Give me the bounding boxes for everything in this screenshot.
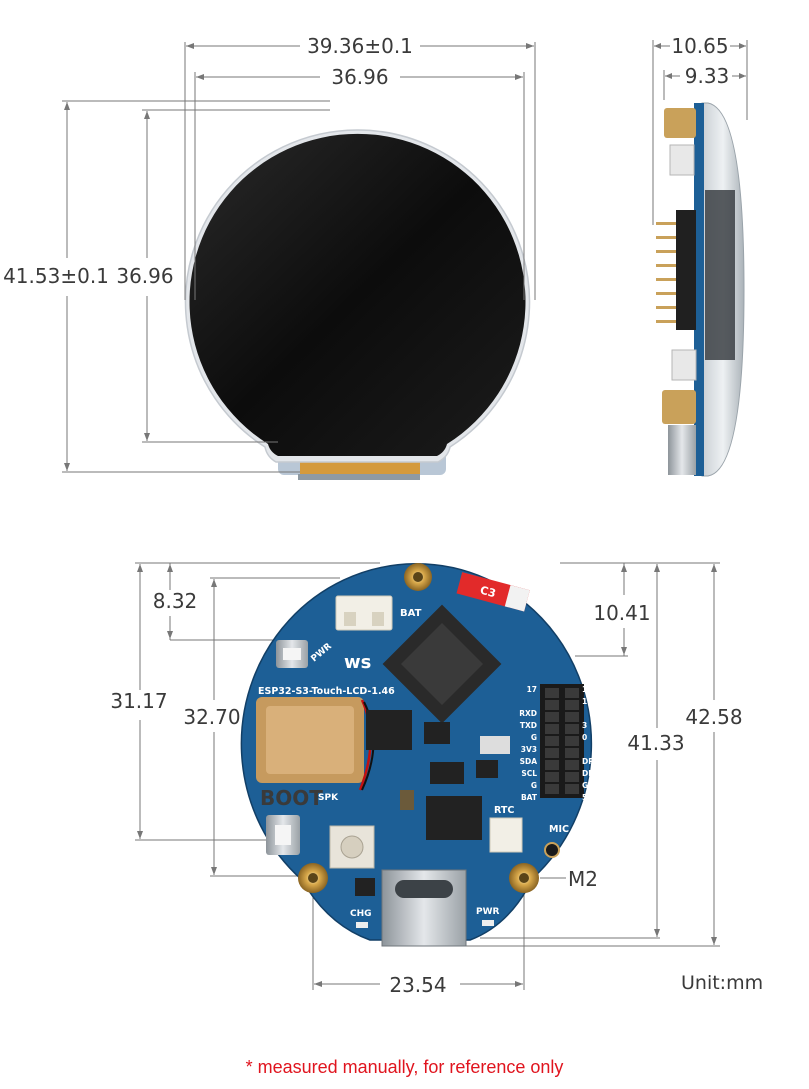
c3-sticker: C3 — [456, 572, 530, 612]
svg-text:C3: C3 — [479, 584, 498, 601]
mic-label: MIC — [549, 824, 569, 835]
dim-screen-width: 36.96 — [331, 65, 388, 89]
waveshare-logo: ws — [344, 652, 371, 673]
pin-label-left: TXD — [520, 721, 537, 730]
pmic-chip — [426, 796, 482, 840]
dim-header-offset: 10.41 — [593, 601, 650, 625]
side-view: 10.65 9.33 — [652, 34, 748, 477]
rtc-connector — [489, 817, 523, 853]
side-pin-header — [676, 210, 696, 330]
audio-amp-chip — [366, 710, 412, 750]
pin-label-left: G — [531, 733, 537, 742]
pin-label-right: 5V — [582, 793, 593, 802]
side-standoff-top — [664, 108, 696, 138]
side-usb-c — [668, 425, 696, 475]
dim-overall-depth: 10.65 — [671, 34, 728, 58]
dim-board-height: 42.58 — [685, 705, 742, 729]
bat-label: BAT — [400, 608, 422, 619]
dim-usb-height: 41.33 — [627, 731, 684, 755]
pin-label-left: SDA — [520, 757, 538, 766]
pin-label-right: DN — [582, 769, 595, 778]
dim-hole-spacing: 23.54 — [389, 973, 446, 997]
boot-label: BOOT — [260, 786, 323, 810]
microphone — [544, 842, 560, 858]
dim-overall-height: 41.53±0.1 — [3, 264, 109, 288]
dim-connector-offset: 8.32 — [153, 589, 198, 613]
pin-label-right: G — [582, 781, 588, 790]
side-pcb — [694, 103, 704, 476]
pin-label-left: RXD — [519, 709, 537, 718]
dim-boot-height: 31.17 — [110, 689, 167, 713]
hole-size-label: M2 — [568, 867, 598, 891]
dim-body-depth: 9.33 — [685, 64, 730, 88]
board-name: ESP32-S3-Touch-LCD-1.46 — [258, 686, 395, 697]
pin-label-left: G — [531, 781, 537, 790]
fpc-connector — [300, 462, 420, 474]
unit-label: Unit:mm — [681, 972, 764, 994]
display-screen — [189, 133, 526, 456]
pin-label-right: 16 — [582, 685, 592, 694]
dim-screen-height: 36.96 — [116, 264, 173, 288]
measurement-note: * measured manually, for reference only — [245, 1057, 564, 1077]
mounting-hole — [404, 563, 432, 591]
spk-label: SPK — [318, 793, 339, 803]
mounting-hole — [298, 863, 328, 893]
back-view: 8.32 10.41 31.17 32.70 41.33 42.58 23.54… — [110, 562, 743, 997]
mounting-hole-m2 — [509, 863, 539, 893]
front-view: 39.36±0.1 36.96 41.53±0.1 36.96 — [3, 34, 536, 480]
side-standoff-bottom — [662, 390, 696, 424]
pin-label-right: 0 — [582, 733, 587, 742]
pin-label-right: 3 — [582, 721, 587, 730]
pin-label-left: BAT — [521, 793, 538, 802]
dim-overall-width: 39.36±0.1 — [307, 34, 413, 58]
chg-label: CHG — [350, 909, 372, 919]
pwr-led-label: PWR — [476, 907, 500, 917]
pin-label-left: 17 — [527, 685, 537, 694]
pin-label-left: SCL — [521, 769, 537, 778]
pin-header — [540, 684, 584, 798]
pin-label-right: 14 — [582, 697, 592, 706]
round-display — [184, 129, 531, 480]
dim-hole-height: 32.70 — [183, 705, 240, 729]
pin-label-right: DP — [582, 757, 594, 766]
rtc-label: RTC — [494, 805, 514, 816]
pin-label-left: 3V3 — [521, 745, 537, 754]
